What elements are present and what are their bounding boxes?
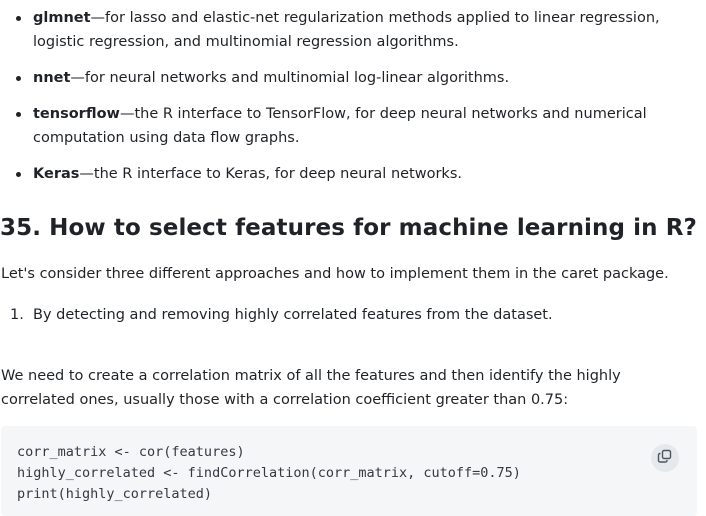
package-description: —for neural networks and multinomial log… (70, 70, 510, 86)
bullet-dot (16, 172, 21, 177)
copy-icon (657, 448, 673, 468)
package-description: —the R interface to TensorFlow, for deep… (33, 106, 647, 146)
body-paragraph: We need to create a correlation matrix o… (1, 368, 621, 408)
step-text: By detecting and removing highly correla… (33, 307, 553, 323)
list-item: tensorflow—the R interface to TensorFlow… (0, 102, 700, 150)
code-line: print(highly_correlated) (17, 486, 213, 502)
list-item: 1. By detecting and removing highly corr… (0, 303, 553, 327)
package-name: nnet (33, 70, 71, 86)
list-item: glmnet—for lasso and elastic-net regular… (0, 6, 700, 54)
package-name: glmnet (33, 10, 91, 26)
steps-list: 1. By detecting and removing highly corr… (0, 303, 553, 327)
list-item: nnet—for neural networks and multinomial… (0, 66, 700, 90)
code-block: corr_matrix <- cor(features) highly_corre… (1, 426, 697, 516)
package-description: —for lasso and elastic-net regularizatio… (33, 10, 660, 50)
code-line: highly_correlated <- findCorrelation(cor… (17, 465, 521, 481)
step-number: 1. (10, 307, 24, 323)
bullet-dot (16, 76, 21, 81)
package-name: Keras (33, 166, 80, 182)
bullet-dot (16, 16, 21, 21)
section-heading: 35. How to select features for machine l… (0, 215, 697, 241)
section-intro: Let's consider three different approache… (1, 266, 669, 282)
package-description: —the R interface to Keras, for deep neur… (79, 166, 462, 182)
package-name: tensorflow (33, 106, 120, 122)
bullet-dot (16, 112, 21, 117)
list-item: Keras—the R interface to Keras, for deep… (0, 162, 700, 186)
package-list: glmnet—for lasso and elastic-net regular… (0, 6, 700, 198)
code-content[interactable]: corr_matrix <- cor(features) highly_corre… (17, 442, 521, 505)
copy-code-button[interactable] (651, 444, 679, 472)
code-line: corr_matrix <- cor(features) (17, 444, 245, 460)
